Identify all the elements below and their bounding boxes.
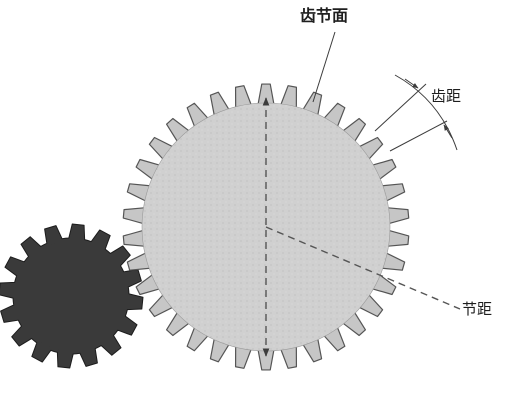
tooth-face-label: 齿节面 (300, 6, 349, 25)
pitch-label: 节距 (462, 300, 493, 318)
tooth-pitch-extension-upper (374, 83, 427, 132)
tooth-pitch-label: 齿距 (431, 87, 462, 105)
tooth-pitch-extension-lower (389, 120, 448, 152)
tooth-pitch-arrow-upper (404, 78, 419, 89)
tooth-face-leader-line (312, 31, 336, 103)
tooth-pitch-arc (394, 74, 458, 151)
small-gear-hub (16, 241, 126, 351)
tooth-pitch-arrow-lower (443, 124, 453, 139)
